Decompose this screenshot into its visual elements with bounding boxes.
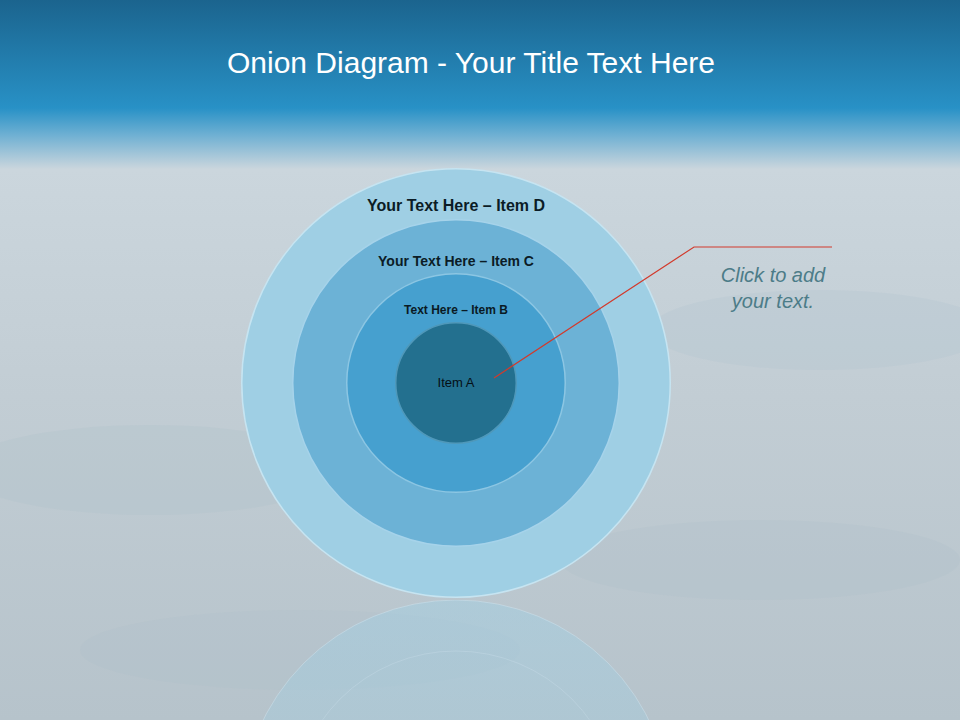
onion-ring: Item A [395,322,517,444]
ring-label: Item A [438,376,475,391]
callout-text: Click to add your text. [706,262,840,314]
ring-label: Text Here – Item B [404,304,508,318]
onion-ring: Your Text Here – Item C Text Here – Item … [292,219,620,547]
reflection [241,600,671,720]
reflection-ring [292,651,620,720]
onion-ring: Your Text Here – Item D Your Text Here – … [241,168,671,598]
water-ripple [560,520,960,600]
reflection-ring [241,600,671,720]
ring-circle [242,169,671,598]
slide-title: Onion Diagram - Your Title Text Here [0,46,942,80]
ring-circle [396,323,517,444]
ring-circle [293,220,620,547]
ring-label: Your Text Here – Item D [367,197,545,215]
ring-label: Your Text Here – Item C [378,253,534,269]
ring-circle [347,274,566,493]
onion-ring: Text Here – Item B Item A [346,273,566,493]
